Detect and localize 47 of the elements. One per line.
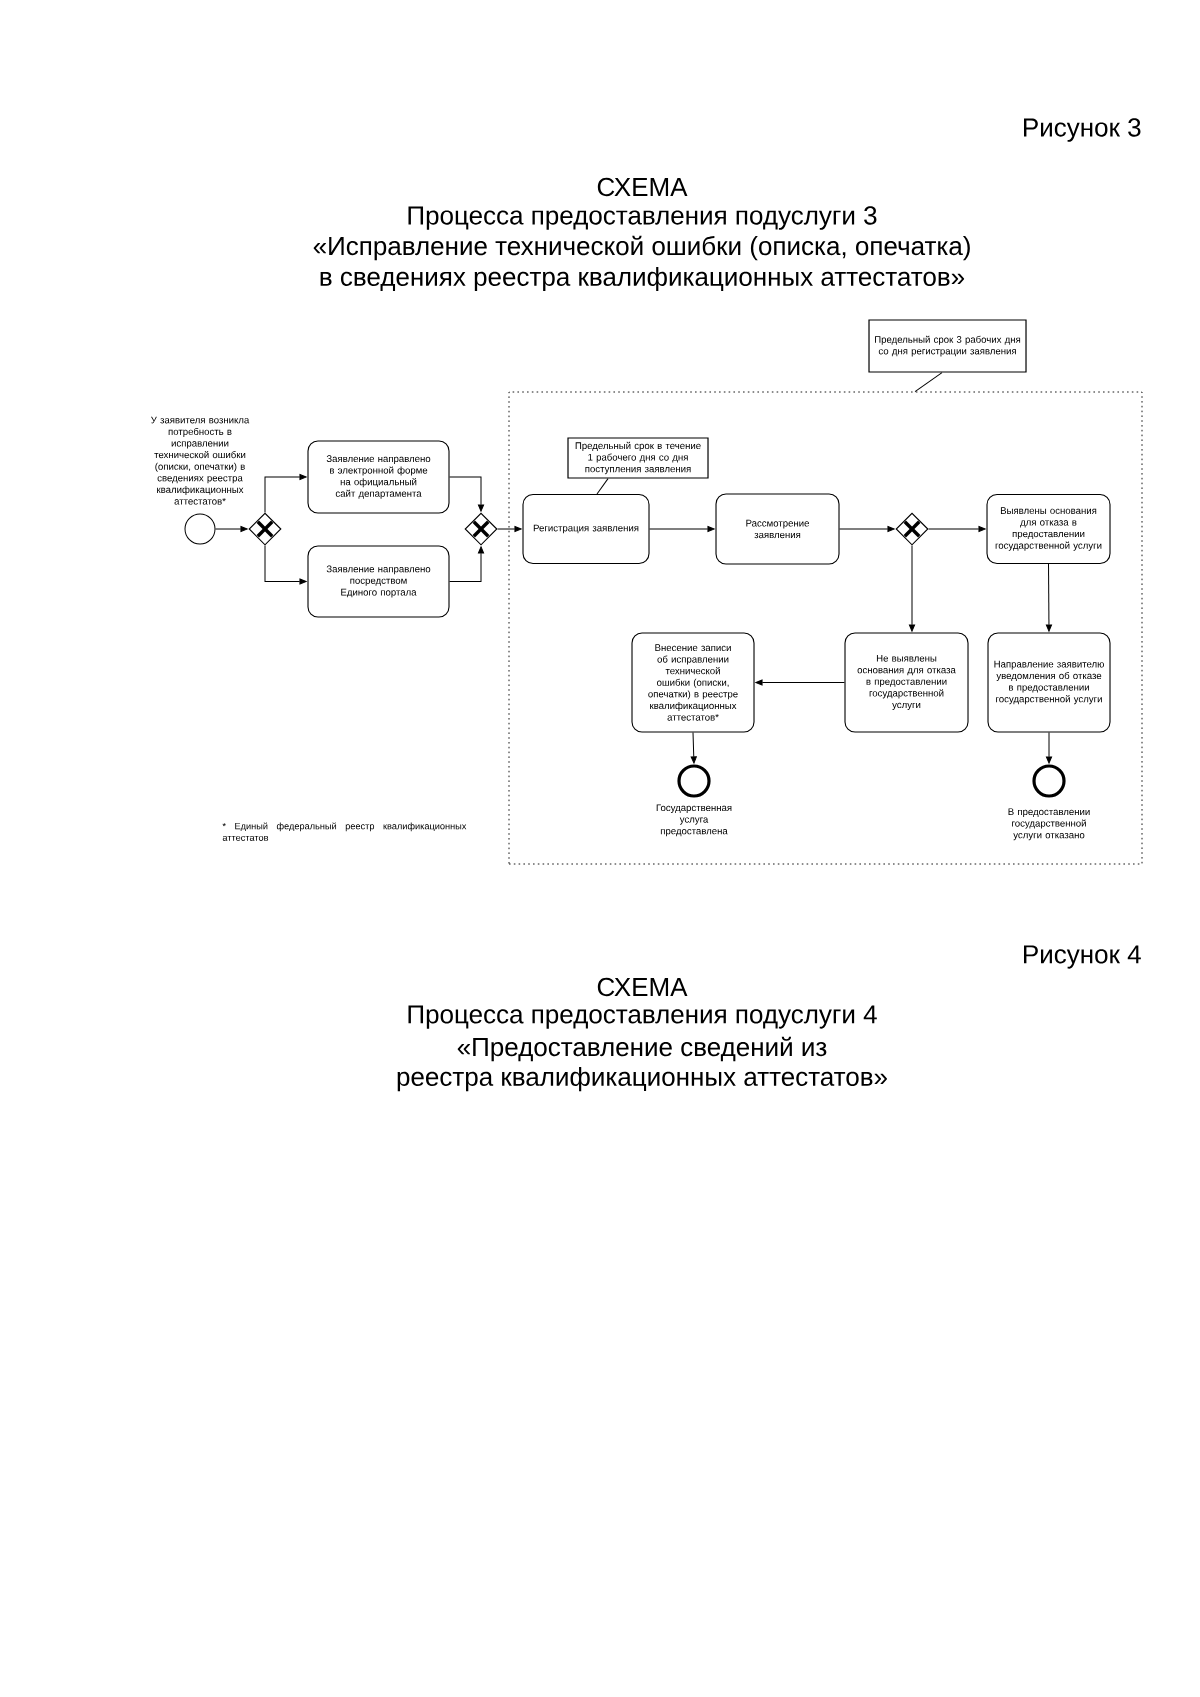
- event-label: Государственная услуга предоставлена: [656, 804, 732, 837]
- end-event-circle: [1032, 764, 1066, 798]
- event-label: У заявителя возникла потребность в исправлении технической ошибки (описки, опечатки) в сведениях реестра квалификационных аттестатов*: [151, 416, 250, 505]
- arrow: [755, 679, 845, 686]
- arrow: [215, 525, 248, 533]
- heading: СХЕМА: [597, 177, 688, 197]
- arrow: [908, 545, 916, 632]
- arrow: [497, 525, 522, 533]
- heading: «Исправление технической ошибки (описка, опечатка): [313, 235, 970, 261]
- arrow: [839, 525, 895, 533]
- arrow: [1045, 563, 1053, 632]
- arrow: [449, 546, 485, 582]
- start-event-circle: [184, 513, 216, 545]
- heading: «Предоставление сведений из: [457, 1036, 827, 1062]
- event-label: В предоставлении государственной услуги отказано: [1008, 808, 1090, 841]
- note-box: Предельный срок в течение 1 рабочего дня со дня поступления заявления: [567, 437, 709, 479]
- leader-line: [596, 478, 609, 495]
- heading: реестра квалификационных аттестатов»: [397, 1066, 887, 1092]
- heading: СХЕМА: [597, 977, 688, 997]
- arrow: [449, 476, 485, 512]
- arrow: [1045, 732, 1053, 764]
- arrow: [690, 732, 697, 764]
- gateway-diamond: [464, 512, 498, 546]
- process-box: Направление заявителю уведомления об отказе в предоставлении государственной услуги: [987, 632, 1111, 733]
- arrow: [264, 545, 307, 585]
- process-box: Регистрация заявления: [522, 493, 650, 565]
- process-box: Заявление направлено посредством Единого портала: [307, 545, 450, 618]
- arrow: [928, 525, 986, 533]
- leader-line: [914, 372, 943, 393]
- figure-label: Рисунок 3: [1024, 118, 1141, 142]
- footnote: * Единый федеральный реестр квалификационных аттестатов: [222, 822, 467, 841]
- process-box: Внесение записи об исправлении технической ошибки (описки, опечатки) в реестре квалификационных аттестатов*: [631, 632, 755, 733]
- heading: Процесса предоставления подуслуги 3: [408, 206, 877, 230]
- heading: Процесса предоставления подуслуги 4: [408, 1005, 877, 1029]
- arrow: [649, 525, 715, 533]
- group-frame: [508, 391, 1143, 865]
- end-event-circle: [677, 764, 711, 798]
- process-box: Выявлены основания для отказа в предоставлении государственной услуги: [986, 493, 1111, 565]
- gateway-diamond: [895, 512, 929, 546]
- note-box: Предельный срок 3 рабочих дня со дня регистрации заявления: [868, 319, 1027, 373]
- heading: в сведениях реестра квалификационных аттестатов»: [320, 266, 965, 292]
- process-box: Рассмотрение заявления: [715, 493, 840, 565]
- process-box: Заявление направлено в электронной форме на официальный сайт департамента: [307, 440, 450, 514]
- arrow: [264, 473, 307, 513]
- gateway-diamond: [248, 512, 282, 546]
- process-box: Не выявлены основания для отказа в предоставлении государственной услуги: [844, 632, 969, 733]
- figure-label: Рисунок 4: [1024, 945, 1141, 969]
